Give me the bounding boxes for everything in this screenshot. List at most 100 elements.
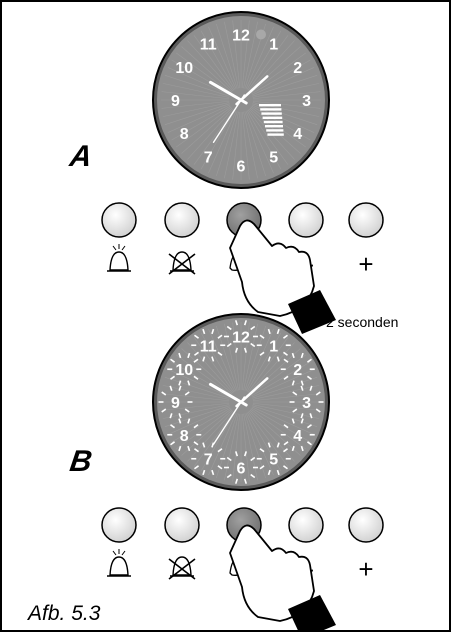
blink-ray — [291, 445, 295, 452]
bell-cancel-icon — [168, 556, 196, 580]
clock-number: 2 — [293, 362, 302, 379]
dial-texture-line — [251, 407, 311, 443]
clock-hand — [212, 396, 245, 445]
dial-texture-line — [176, 106, 232, 148]
clock-number: 6 — [237, 461, 246, 478]
bell-ray — [112, 245, 117, 251]
clock-number: 8 — [180, 428, 189, 445]
blink-ray — [300, 445, 304, 452]
dial-texture-line — [245, 26, 274, 90]
blink-ray — [234, 320, 239, 326]
blink-ray — [315, 391, 321, 396]
dial-texture-line — [232, 20, 241, 89]
timer-segment — [267, 133, 284, 136]
blink-ray — [202, 356, 206, 362]
dial-texture-line — [241, 20, 250, 89]
dial-texture-line — [243, 21, 258, 89]
blink-ray — [211, 469, 215, 476]
dial-texture-line — [167, 369, 231, 398]
blink-ray — [283, 375, 289, 380]
bell-body — [172, 556, 192, 576]
blink-ray — [243, 478, 248, 484]
blink-ray — [234, 451, 239, 457]
clock-number: 11 — [200, 338, 217, 355]
clock-number: 9 — [171, 93, 180, 110]
blink-ray — [250, 342, 256, 348]
dial-texture-line — [176, 52, 232, 94]
blink-ray — [226, 473, 232, 479]
dial-texture-line — [252, 405, 318, 428]
blink-ray — [306, 375, 312, 380]
dial-texture-line — [248, 410, 295, 462]
blink-ray — [226, 325, 232, 331]
blink-ray — [170, 375, 176, 380]
clock-number: 9 — [171, 395, 180, 412]
figure-caption: Afb. 5.3 — [28, 602, 101, 625]
dial-texture-line — [187, 342, 234, 394]
blink-ray — [193, 358, 199, 363]
blink-ray — [276, 356, 280, 362]
blink-ray — [292, 408, 298, 413]
clock-number: 10 — [175, 362, 193, 379]
dial-texture-line — [162, 385, 230, 400]
glove-hand — [229, 219, 315, 317]
dial-texture-line — [243, 111, 258, 179]
dial-texture-line — [208, 26, 237, 90]
panel-label-a: A — [67, 140, 95, 173]
blink-ray — [187, 418, 191, 424]
blink-ray — [300, 385, 304, 391]
clock-number: 2 — [293, 60, 302, 77]
dial-texture-line — [248, 342, 295, 394]
blink-ray — [211, 328, 215, 335]
dial-texture-line — [162, 83, 230, 98]
bell-ray — [121, 550, 126, 556]
clock-number: 5 — [269, 452, 278, 469]
dial-texture-line — [164, 74, 230, 97]
blink-ray — [170, 441, 176, 446]
blink-ray — [178, 418, 182, 424]
dial-texture-line — [250, 354, 306, 396]
blink-ray — [267, 442, 271, 448]
timer-segment — [266, 129, 284, 132]
bell-body — [109, 251, 129, 271]
dial-texture-line — [193, 109, 235, 165]
dial-texture-line — [181, 409, 233, 456]
dial-texture-line — [162, 102, 230, 117]
dial-texture-line — [200, 110, 236, 170]
control-button — [288, 507, 324, 543]
dial-texture-line — [247, 411, 289, 467]
clock-number: 4 — [293, 428, 302, 445]
dial-texture-line — [241, 322, 250, 391]
dial-texture-line — [251, 406, 315, 435]
dial-texture-line — [161, 402, 230, 411]
blink-ray — [291, 380, 295, 386]
blink-ray — [226, 456, 232, 462]
dial-texture-line — [187, 40, 234, 92]
dial-texture-line — [247, 337, 289, 393]
timer-segment — [262, 116, 283, 119]
blink-ray — [169, 385, 173, 391]
blink-ray — [282, 465, 288, 470]
blink-ray — [178, 445, 182, 452]
dial-texture-line — [251, 369, 315, 398]
blink-ray — [283, 424, 289, 429]
blink-ray — [243, 320, 248, 326]
clock-number: 12 — [232, 329, 250, 346]
bell-icon — [107, 244, 131, 272]
blink-ray — [309, 413, 313, 419]
clock-number: 8 — [180, 126, 189, 143]
blink-ray — [187, 352, 191, 359]
bell-ray — [112, 550, 117, 556]
blink-ray — [291, 418, 295, 424]
dial-texture-line — [181, 46, 233, 93]
blink-ray — [283, 441, 289, 446]
clock-hand — [212, 94, 245, 143]
glove-cuff — [288, 595, 336, 632]
dial-texture-line — [245, 110, 274, 174]
clock-number: 11 — [200, 36, 217, 53]
blink-ray — [267, 356, 271, 362]
control-button — [348, 507, 384, 543]
